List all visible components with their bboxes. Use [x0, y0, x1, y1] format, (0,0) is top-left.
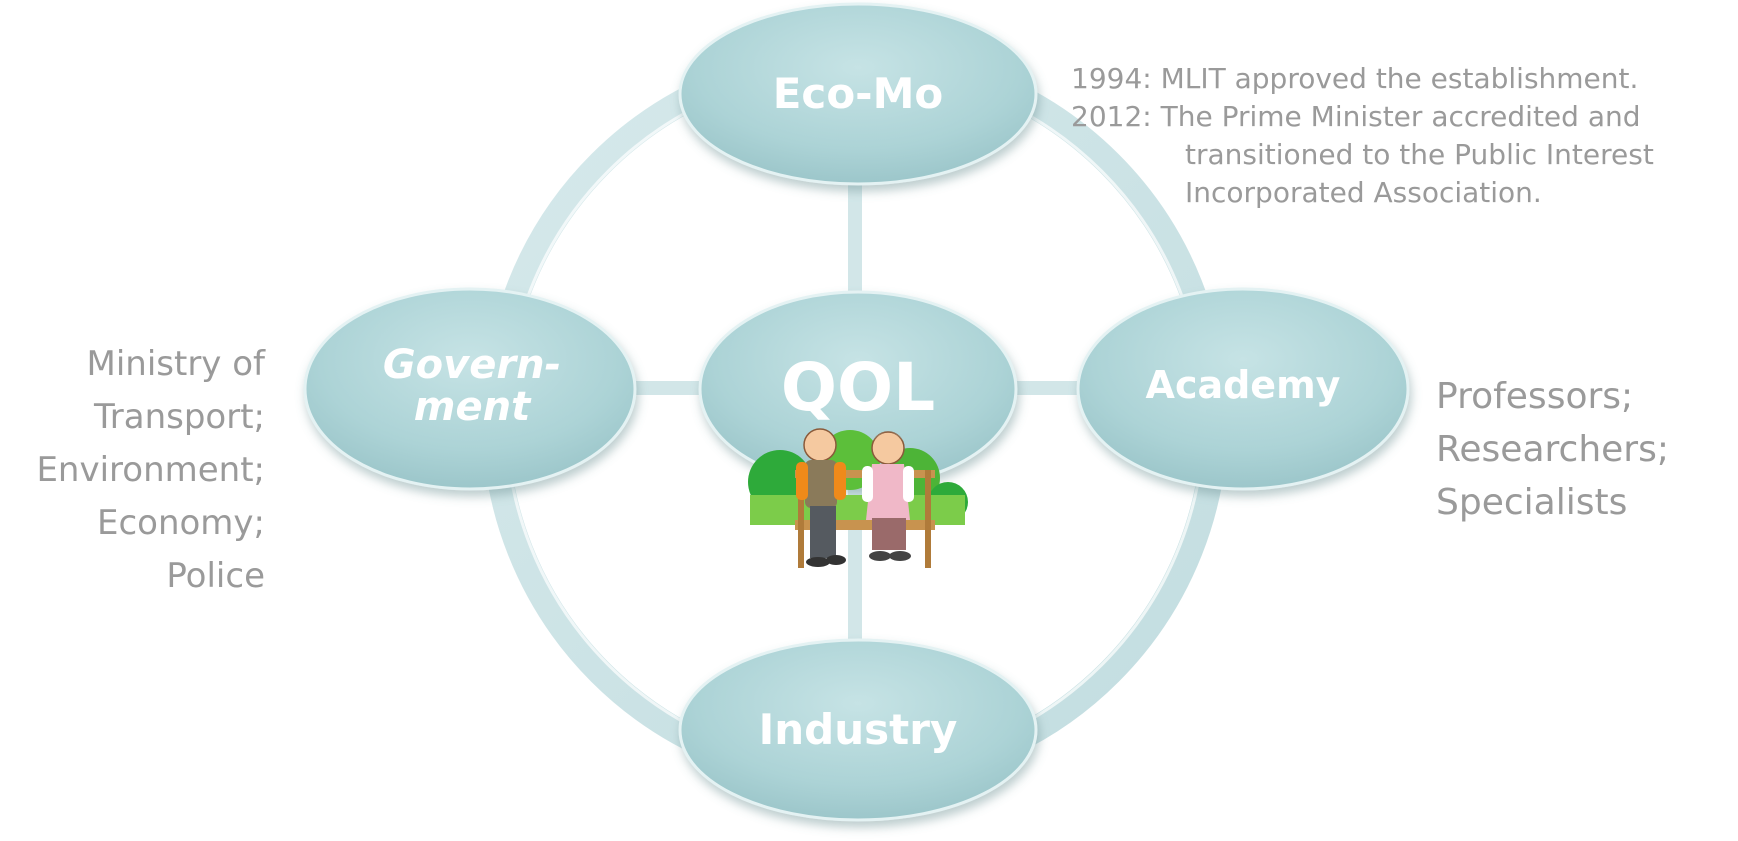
- government-item: Transport;: [94, 397, 265, 437]
- node-industry: [678, 638, 1038, 822]
- history-line: 1994: MLIT approved the establishment.: [1071, 62, 1639, 95]
- elderly-couple-bench-illustration: [748, 428, 968, 568]
- history-line: 2012: The Prime Minister accredited and: [1071, 100, 1641, 133]
- government-item: Economy;: [96, 503, 265, 543]
- node-label-eco-mo: Eco-Mo: [773, 69, 944, 118]
- history-line: transitioned to the Public Interest: [1185, 138, 1654, 171]
- node-eco-mo: [678, 2, 1038, 186]
- academy-item: Specialists: [1436, 482, 1628, 523]
- node-label-qol: QOL: [781, 349, 935, 426]
- node-label-academy: Academy: [1146, 363, 1341, 407]
- government-item: Environment;: [36, 450, 265, 490]
- history-line: Incorporated Association.: [1185, 176, 1542, 209]
- government-stakeholder-list: Ministry of Transport; Environment; Econ…: [36, 338, 265, 603]
- node-label-industry: Industry: [759, 705, 958, 754]
- node-academy: [1076, 287, 1410, 491]
- eco-mo-history: 1994: MLIT approved the establishment. 2…: [1071, 60, 1654, 212]
- node-label-government-1: Govern-: [383, 342, 561, 388]
- government-item: Police: [166, 556, 265, 596]
- academy-item: Researchers;: [1436, 429, 1669, 470]
- academy-stakeholder-list: Professors; Researchers; Specialists: [1436, 370, 1669, 529]
- academy-item: Professors;: [1436, 376, 1634, 417]
- node-label-government-2: ment: [414, 384, 532, 430]
- node-government: [303, 287, 637, 491]
- government-item: Ministry of: [86, 344, 266, 384]
